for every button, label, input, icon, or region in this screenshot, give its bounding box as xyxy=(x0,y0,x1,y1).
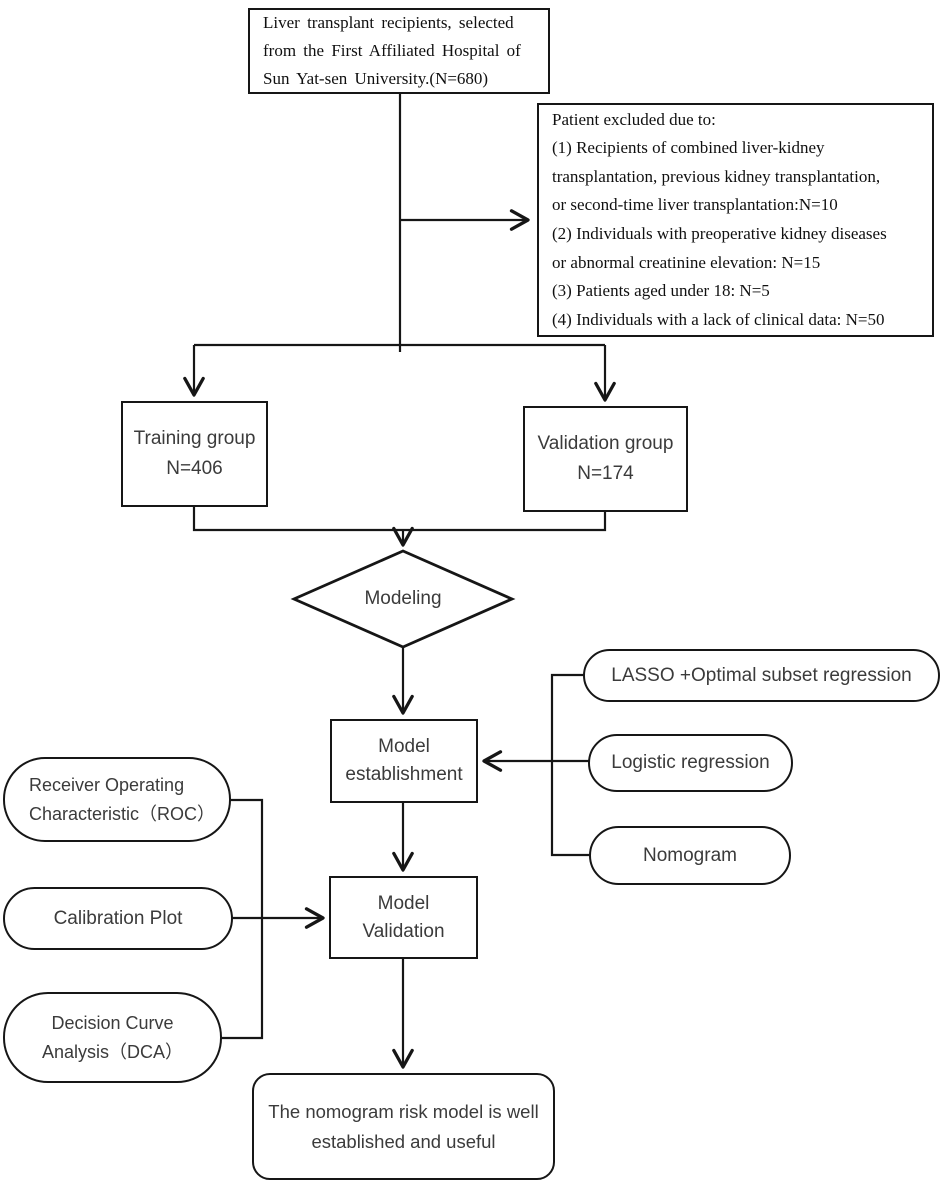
model-establishment-label: Model xyxy=(378,736,430,757)
modeling-diamond xyxy=(290,549,516,649)
conclusion-line: The nomogram risk model is well xyxy=(268,1100,539,1122)
calibration-plot-pill: Calibration Plot xyxy=(3,887,233,950)
source-line: from the First Affiliated Hospital of xyxy=(263,41,521,60)
logistic-regression-pill: Logistic regression xyxy=(588,734,793,792)
source-line: Sun Yat-sen University.(N=680) xyxy=(263,69,489,88)
roc-label: Characteristic（ROC） xyxy=(29,803,216,824)
validation-group-count: N=174 xyxy=(577,463,634,484)
exclusion-line: transplantation, previous kidney transpl… xyxy=(552,166,881,186)
conclusion-box: The nomogram risk model is well establis… xyxy=(252,1073,555,1180)
lasso-pill: LASSO +Optimal subset regression xyxy=(583,649,940,702)
dca-label: Analysis（DCA） xyxy=(41,1041,184,1062)
exclusion-line: or abnormal creatinine elevation: N=15 xyxy=(552,252,821,272)
calibration-label: Calibration Plot xyxy=(53,907,183,929)
source-box: Liver transplant recipients, selected fr… xyxy=(248,8,550,94)
exclusion-line: or second-time liver transplantation:N=1… xyxy=(552,195,838,215)
connector-methods-bracket xyxy=(550,673,591,857)
source-line: Liver transplant recipients, selected xyxy=(263,13,514,32)
exclusion-line: (2) Individuals with preoperative kidney… xyxy=(552,224,887,243)
nomogram-pill: Nomogram xyxy=(589,826,791,885)
model-establishment-box: Model establishment xyxy=(330,719,478,803)
model-validation-box: Model Validation xyxy=(329,876,478,959)
nomogram-label: Nomogram xyxy=(643,844,737,866)
validation-group-box: Validation group N=174 xyxy=(523,406,688,512)
exclusion-box: Patient excluded due to: (1) Recipients … xyxy=(537,103,934,337)
model-validation-label: Model xyxy=(377,892,430,914)
dca-label: Decision Curve xyxy=(51,1012,174,1033)
exclusion-line: (4) Individuals with a lack of clinical … xyxy=(552,309,885,329)
dca-pill: Decision Curve Analysis（DCA） xyxy=(3,992,222,1083)
roc-pill: Receiver Operating Characteristic（ROC） xyxy=(3,757,231,842)
model-validation-label: Validation xyxy=(362,920,445,942)
conclusion-line: established and useful xyxy=(311,1130,496,1152)
lasso-label: LASSO +Optimal subset regression xyxy=(611,664,912,686)
exclusion-line: (1) Recipients of combined liver-kidney xyxy=(552,138,825,158)
exclusion-line: Patient excluded due to: xyxy=(552,109,716,129)
modeling-diamond-label: Modeling xyxy=(364,588,442,609)
validation-group-label: Validation group xyxy=(537,433,674,454)
training-group-label: Training group xyxy=(133,428,256,449)
model-establishment-label: establishment xyxy=(345,764,463,785)
roc-label: Receiver Operating xyxy=(29,774,185,795)
exclusion-line: (3) Patients aged under 18: N=5 xyxy=(552,281,770,301)
training-group-box: Training group N=406 xyxy=(121,401,268,507)
training-group-count: N=406 xyxy=(166,458,223,479)
logistic-label: Logistic regression xyxy=(611,752,770,773)
